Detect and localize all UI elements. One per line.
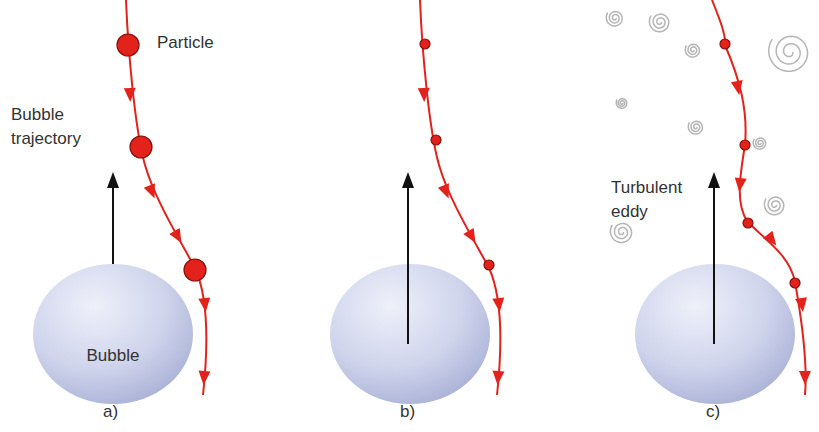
eddy-spiral xyxy=(649,14,668,32)
eddy-spiral xyxy=(616,99,627,109)
bubble-direction-arrow xyxy=(407,186,409,344)
trajectory-arrowhead xyxy=(492,297,505,312)
eddy-spiral xyxy=(764,197,783,215)
panel-letter: c) xyxy=(706,400,736,424)
particle xyxy=(420,39,430,49)
trajectory-arrowhead xyxy=(492,371,505,386)
bubble-direction-arrow xyxy=(713,186,715,344)
turbulent-eddies xyxy=(606,12,807,243)
particle xyxy=(130,136,152,158)
particle xyxy=(117,34,139,56)
eddy-spiral xyxy=(769,36,808,71)
trajectory-arrowhead xyxy=(198,371,211,386)
trajectory-arrowhead xyxy=(198,297,211,312)
particle xyxy=(184,259,206,281)
bubble-label: Bubble xyxy=(33,345,193,367)
trajectory-arrowhead xyxy=(731,80,745,96)
particle-trajectory xyxy=(420,0,500,395)
trajectory-arrowhead xyxy=(124,88,136,102)
trajectory-arrowhead xyxy=(438,183,454,200)
bubble-direction-arrowhead xyxy=(402,172,414,188)
particle xyxy=(431,135,441,145)
eddy-spiral xyxy=(606,12,622,26)
trajectory-arrowhead xyxy=(169,228,186,246)
bubble-direction-arrowhead xyxy=(107,172,119,188)
trajectory-label: Bubble trajectory xyxy=(11,103,101,151)
bubble: Bubble xyxy=(33,264,193,404)
trajectory-arrowhead xyxy=(418,88,430,102)
particle-label: Particle xyxy=(157,31,257,55)
trajectory-arrowhead xyxy=(144,183,160,200)
particle xyxy=(720,39,730,49)
trajectory-arrowhead xyxy=(795,297,809,313)
bubble-b xyxy=(330,264,490,404)
bubble-shape xyxy=(33,264,193,404)
particle xyxy=(743,218,753,228)
eddy-spiral xyxy=(688,121,702,134)
eddy-spiral xyxy=(610,223,631,242)
trajectory-arrowhead xyxy=(799,371,811,385)
panel-letter: a) xyxy=(103,400,133,424)
particle-trajectory xyxy=(712,0,806,395)
particle xyxy=(790,278,800,288)
trajectory-arrowhead xyxy=(763,231,781,249)
eddy-spiral xyxy=(753,138,765,149)
particle xyxy=(740,140,750,150)
eddy-label: Turbulent eddy xyxy=(611,176,699,224)
trajectory-arrowhead xyxy=(733,177,746,192)
eddy-spiral xyxy=(685,44,699,57)
bubble-direction-arrowhead xyxy=(708,172,720,188)
particle xyxy=(484,260,494,270)
panel-letter: b) xyxy=(400,400,430,424)
trajectory-arrowhead xyxy=(463,228,480,246)
bubble-outline xyxy=(33,264,193,404)
